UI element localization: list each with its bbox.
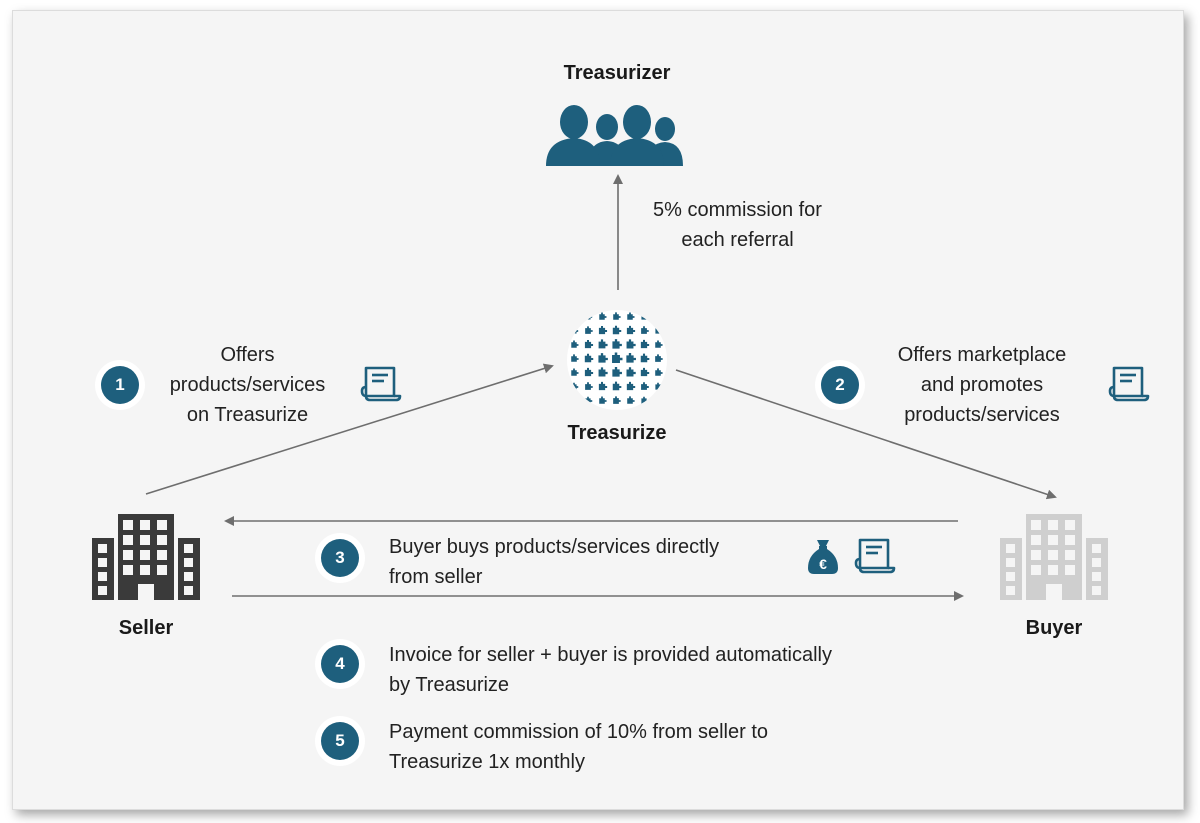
treasurize-label: Treasurize (567, 422, 667, 444)
euro-money-bag-icon: € (808, 540, 838, 574)
step-2-line-2: and promotes (920, 374, 1044, 396)
treasurize-globe-logo (567, 310, 667, 410)
step-5-line-1: Payment commission of 10% from seller to (389, 721, 769, 743)
seller-building-icon (92, 514, 200, 600)
document-scroll-icon (854, 538, 896, 574)
step-5-line-2: Treasurize 1x monthly (389, 751, 585, 773)
step-3-text: Buyer buys products/services directly fr… (389, 532, 809, 592)
step-3-line-2: from seller (389, 566, 483, 588)
step-1-line-3: on Treasurize (186, 404, 309, 426)
step-1-line-2: products/services (169, 374, 326, 396)
step-1-text: Offers products/services on Treasurize (150, 340, 345, 430)
step-4-line-2: by Treasurize (389, 674, 510, 696)
step-1-badge: 1 (101, 366, 139, 404)
buyer-building-icon (1000, 514, 1108, 600)
step-2-text: Offers marketplace and promotes products… (872, 340, 1092, 430)
step-5-text: Payment commission of 10% from seller to… (389, 717, 949, 777)
document-scroll-icon (360, 366, 402, 402)
commission-line-1: 5% commission for (653, 199, 822, 221)
people-group-icon (546, 105, 683, 166)
step-4-text: Invoice for seller + buyer is provided a… (389, 640, 949, 700)
document-scroll-icon (1108, 366, 1150, 402)
step-2-badge: 2 (821, 366, 859, 404)
treasurizer-label: Treasurizer (563, 62, 671, 84)
step-4-badge: 4 (321, 645, 359, 683)
step-4-line-1: Invoice for seller + buyer is provided a… (389, 644, 832, 666)
step-3-badge: 3 (321, 539, 359, 577)
step-5-badge: 5 (321, 722, 359, 760)
step-1-line-1: Offers (220, 344, 275, 366)
seller-label: Seller (118, 617, 174, 639)
step-2-line-3: products/services (904, 404, 1060, 426)
svg-text:€: € (819, 556, 827, 572)
step-3-line-1: Buyer buys products/services directly (389, 536, 720, 558)
buyer-label: Buyer (1025, 617, 1083, 639)
commission-text: 5% commission for each referral (620, 195, 855, 255)
commission-line-2: each referral (681, 229, 794, 251)
step-2-line-1: Offers marketplace (897, 344, 1067, 366)
